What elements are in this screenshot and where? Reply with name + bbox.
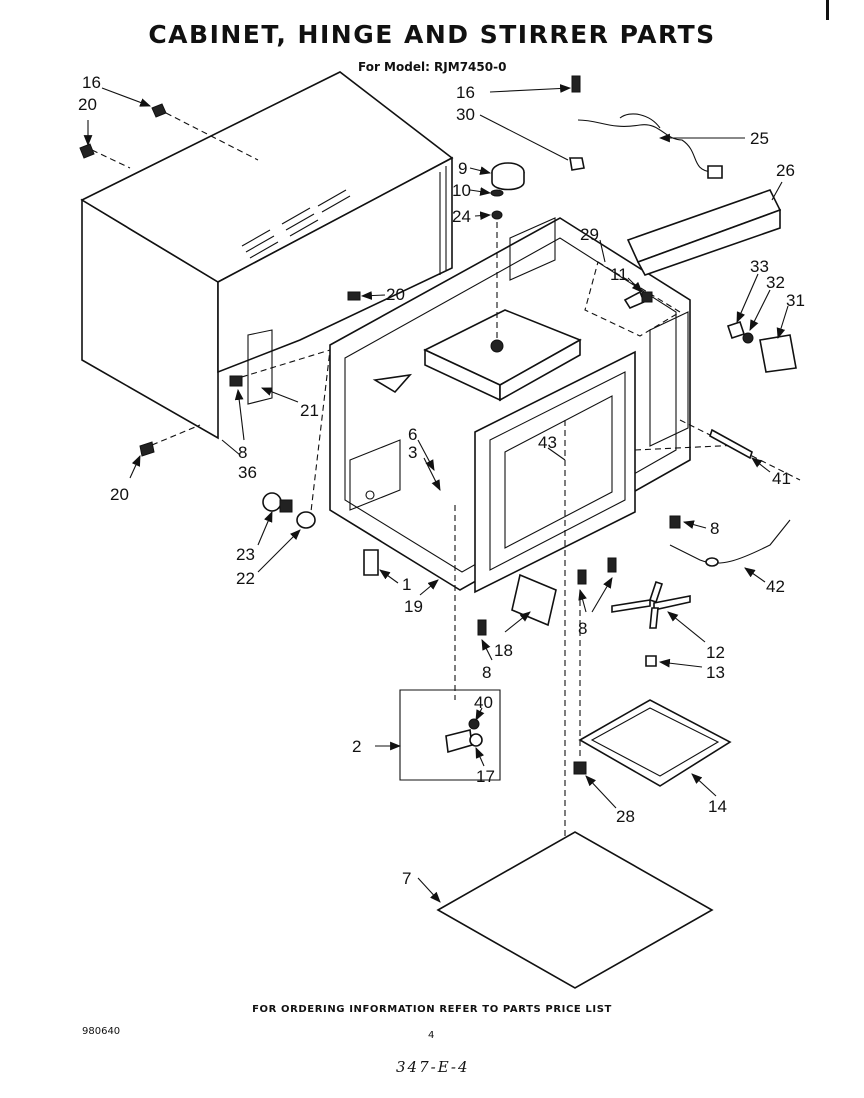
callout-33: 33 xyxy=(750,257,769,276)
document-number: 980640 xyxy=(82,1026,121,1037)
callout-2: 2 xyxy=(352,737,361,756)
screw-16-top-left xyxy=(151,103,167,118)
support-28 xyxy=(573,761,587,775)
ordering-note: FOR ORDERING INFORMATION REFER TO PARTS … xyxy=(252,1004,612,1015)
fan-blade-12 xyxy=(611,580,691,629)
callout-8-bottom: 8 xyxy=(482,663,491,682)
stirrer-shaft-hole xyxy=(490,339,504,353)
callout-10: 10 xyxy=(452,181,471,200)
callout-3: 3 xyxy=(408,443,417,462)
callout-32: 32 xyxy=(766,273,785,292)
callout-8-center: 8 xyxy=(578,619,587,638)
lamp-23 xyxy=(262,492,293,513)
callout-26: 26 xyxy=(776,161,795,180)
oven-cavity-assembly xyxy=(329,217,691,594)
control-panel-opening xyxy=(649,311,689,447)
coupler-24 xyxy=(491,210,503,220)
callout-17: 17 xyxy=(476,767,495,786)
callout-20-bottom-left: 20 xyxy=(110,485,129,504)
callout-25: 25 xyxy=(750,129,769,148)
callout-6: 6 xyxy=(408,425,417,444)
callout-12: 12 xyxy=(706,643,725,662)
rod-41 xyxy=(709,428,753,460)
callout-42: 42 xyxy=(766,577,785,596)
screw-8-bottom xyxy=(477,619,487,636)
callout-23: 23 xyxy=(236,545,255,564)
screw-8-right xyxy=(669,515,681,529)
screw-8-left xyxy=(229,375,243,387)
page-edge-mark xyxy=(826,0,829,20)
callout-16-top-left: 16 xyxy=(82,73,101,92)
assembly-guide-lines xyxy=(91,112,801,930)
callout-20-top-left: 20 xyxy=(78,95,97,114)
handwritten-note: 347-E-4 xyxy=(396,1058,470,1076)
callout-22: 22 xyxy=(236,569,255,588)
callout-16-top: 16 xyxy=(456,83,475,102)
cabinet-vent-slots xyxy=(241,189,351,259)
callout-7: 7 xyxy=(402,869,411,888)
nut-33 xyxy=(726,320,746,340)
callout-9: 9 xyxy=(458,159,467,178)
cover-plate-18 xyxy=(511,573,557,627)
callout-29: 29 xyxy=(580,225,599,244)
bumper-1 xyxy=(363,549,379,576)
nut-13 xyxy=(645,655,657,667)
callout-13: 13 xyxy=(706,663,725,682)
callout-labels: 16 20 16 30 25 9 10 24 26 29 11 33 32 31… xyxy=(78,73,805,888)
cabinet-side-plate xyxy=(247,329,273,405)
callout-20-mid: 20 xyxy=(386,285,405,304)
power-cord-25 xyxy=(577,113,723,179)
front-door-frame xyxy=(474,350,636,594)
hinge-29-area xyxy=(584,261,682,337)
screw-20-bottom-left xyxy=(139,441,155,457)
callout-41: 41 xyxy=(772,469,791,488)
callout-8-right: 8 xyxy=(710,519,719,538)
model-subtitle: For Model: RJM7450-0 xyxy=(358,60,507,74)
callout-19: 19 xyxy=(404,597,423,616)
callout-24: 24 xyxy=(452,207,471,226)
washer-10 xyxy=(490,189,504,197)
screw-20-mid xyxy=(347,291,361,301)
screw-8-center-1 xyxy=(577,569,587,585)
callout-1: 1 xyxy=(402,575,411,594)
callout-36: 36 xyxy=(238,463,257,482)
callout-28: 28 xyxy=(616,807,635,826)
page-number: 4 xyxy=(428,1030,435,1041)
exhaust-duct-26 xyxy=(626,189,782,276)
bottom-plate-7 xyxy=(436,831,714,989)
thermal-cutout-42 xyxy=(669,519,791,567)
callout-18: 18 xyxy=(494,641,513,660)
callout-43: 43 xyxy=(538,433,557,452)
lamp-socket-22 xyxy=(296,511,316,529)
callout-31: 31 xyxy=(786,291,805,310)
outer-cabinet-wrapper xyxy=(80,71,454,440)
page-title: CABINET, HINGE AND STIRRER PARTS xyxy=(148,20,716,49)
callout-14: 14 xyxy=(708,797,727,816)
callout-40: 40 xyxy=(474,693,493,712)
washer-32 xyxy=(742,332,754,344)
callout-11: 11 xyxy=(610,265,628,284)
nut-30 xyxy=(569,157,585,171)
callout-21: 21 xyxy=(300,401,319,420)
interlock-switch-31 xyxy=(759,334,797,373)
screw-16-top xyxy=(571,75,581,93)
leader-lines xyxy=(83,84,789,903)
screw-8-center-2 xyxy=(607,557,617,573)
screw-20-top-left xyxy=(79,143,95,159)
callout-30: 30 xyxy=(456,105,475,124)
screw-11 xyxy=(641,291,653,303)
callout-8-left: 8 xyxy=(238,443,247,462)
stirrer-motor-9 xyxy=(491,162,525,191)
glass-tray-14 xyxy=(578,699,732,787)
